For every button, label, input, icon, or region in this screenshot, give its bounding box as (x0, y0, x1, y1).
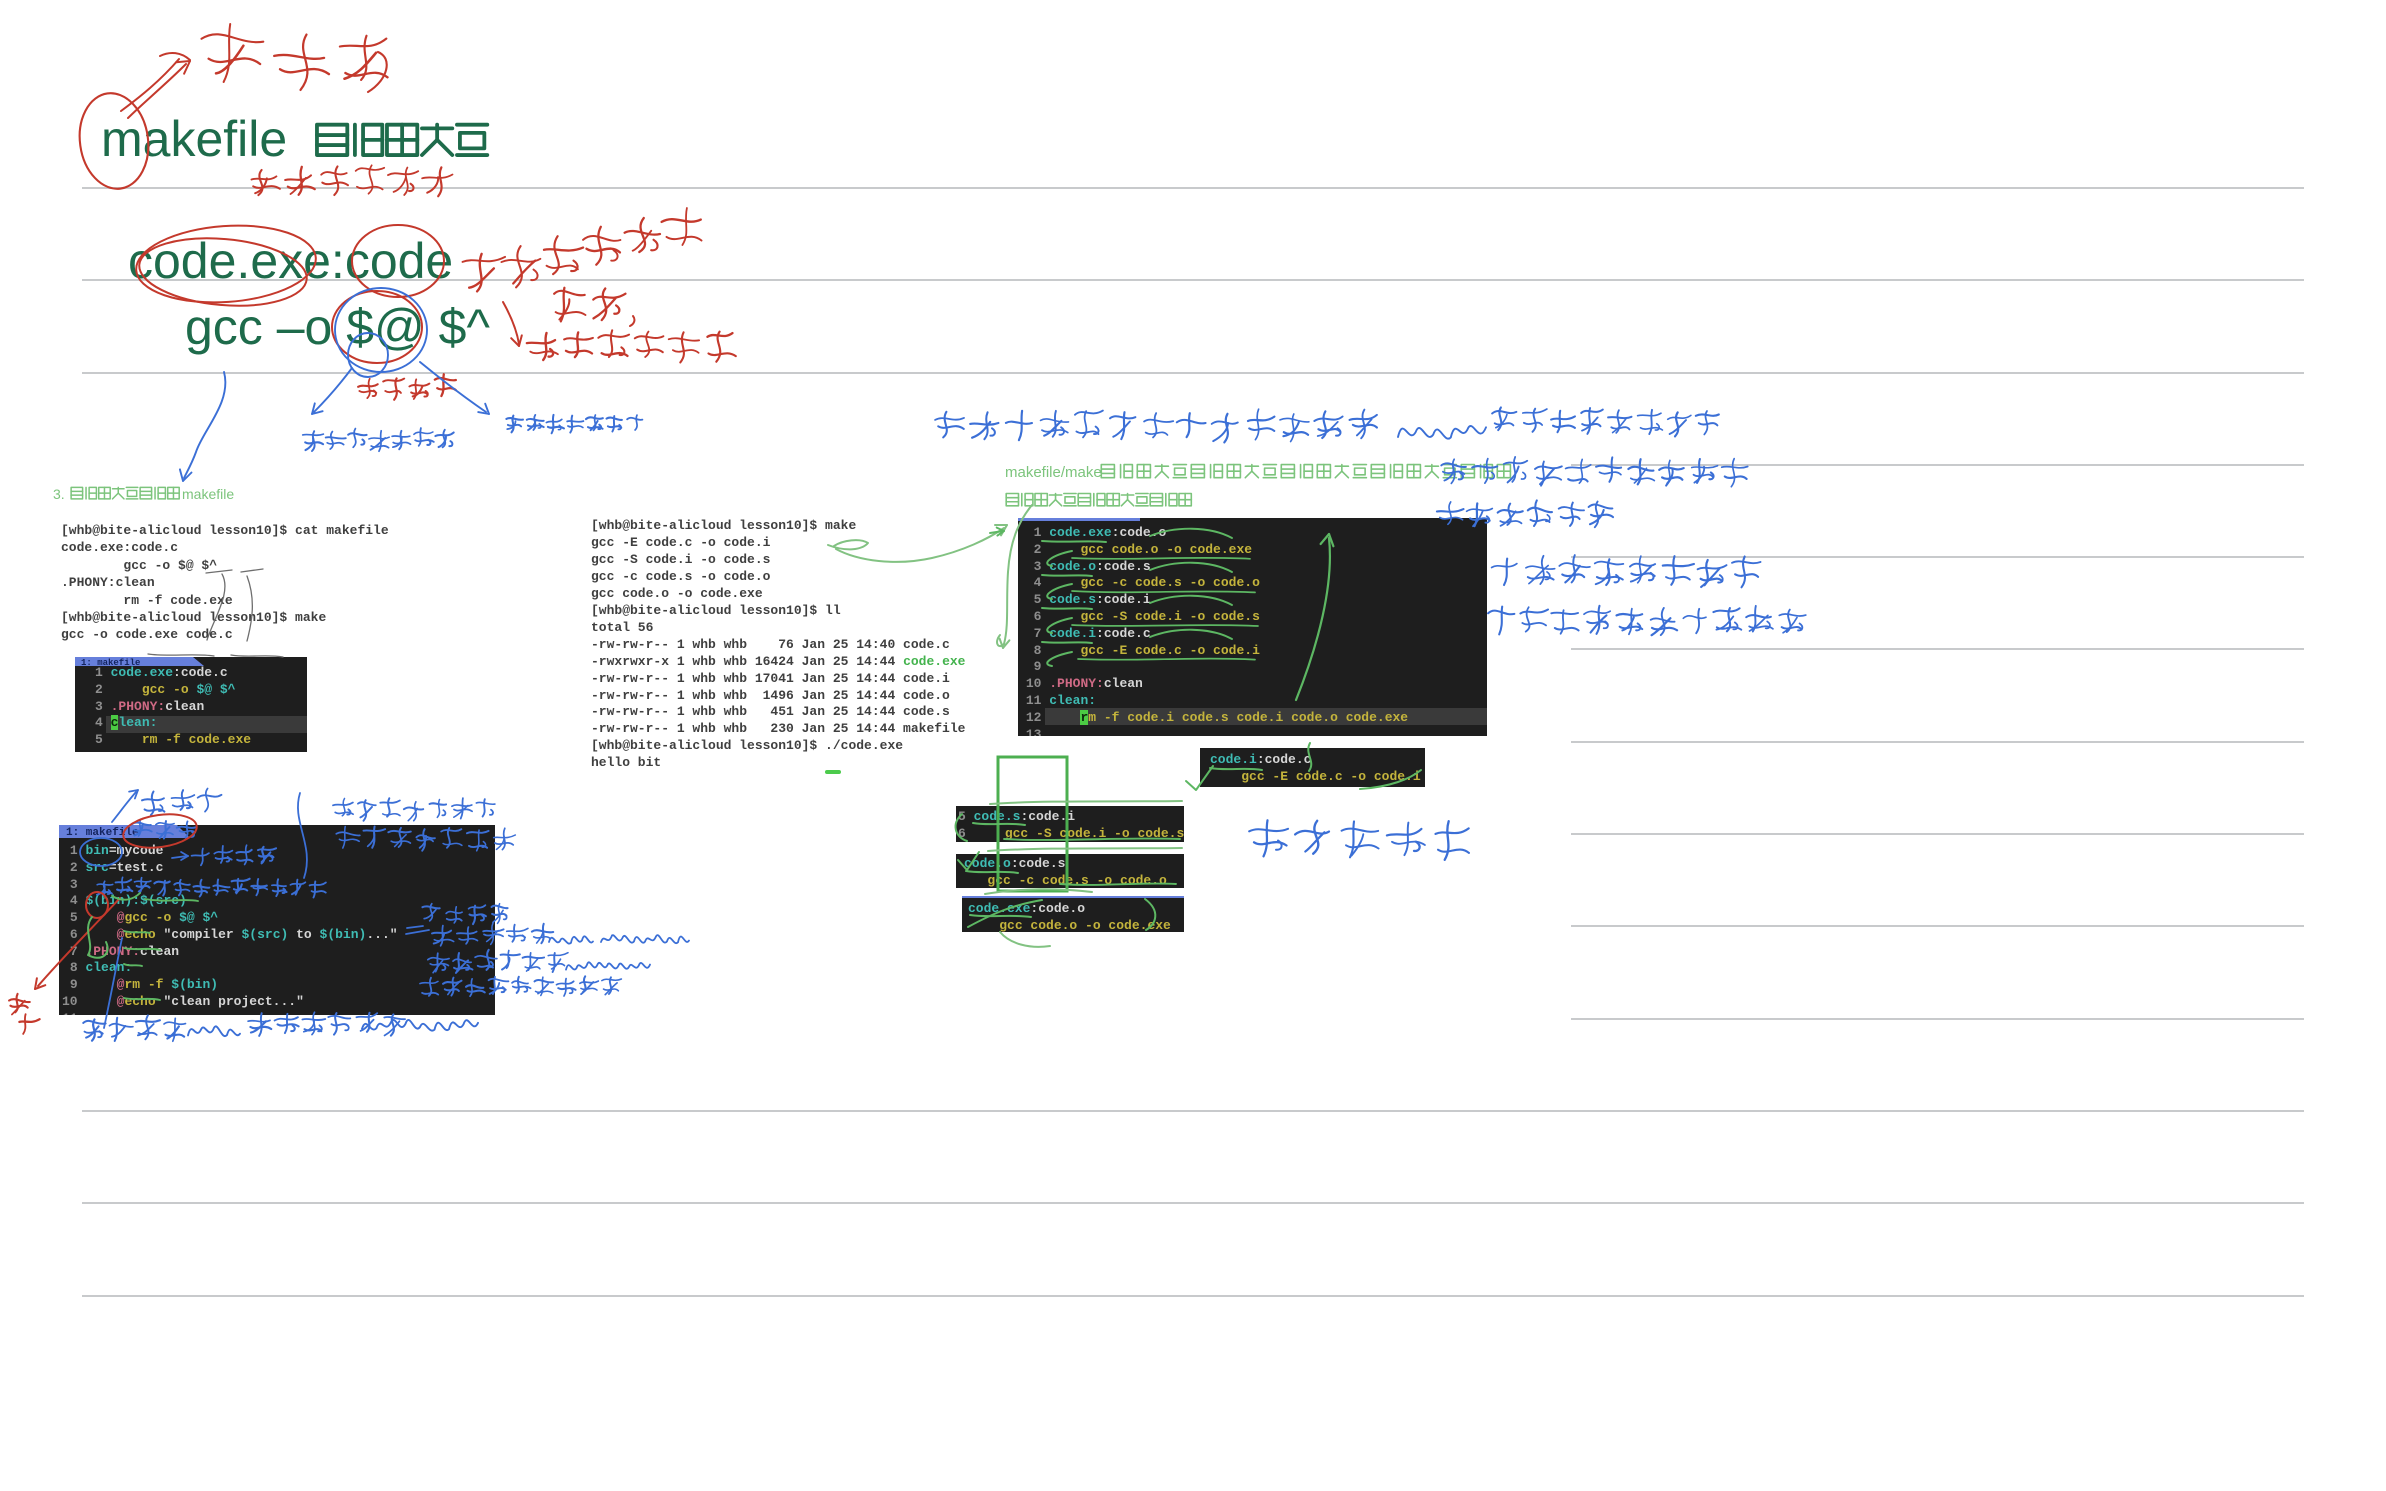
svg-text:1: makefile: 1: makefile (81, 658, 140, 668)
svg-text:1: makefile: 1: makefile (66, 827, 139, 839)
svg-text:makefile: makefile (182, 486, 234, 502)
svg-text:3.: 3. (53, 486, 65, 502)
svg-text:makefile/make: makefile/make (1005, 464, 1102, 481)
